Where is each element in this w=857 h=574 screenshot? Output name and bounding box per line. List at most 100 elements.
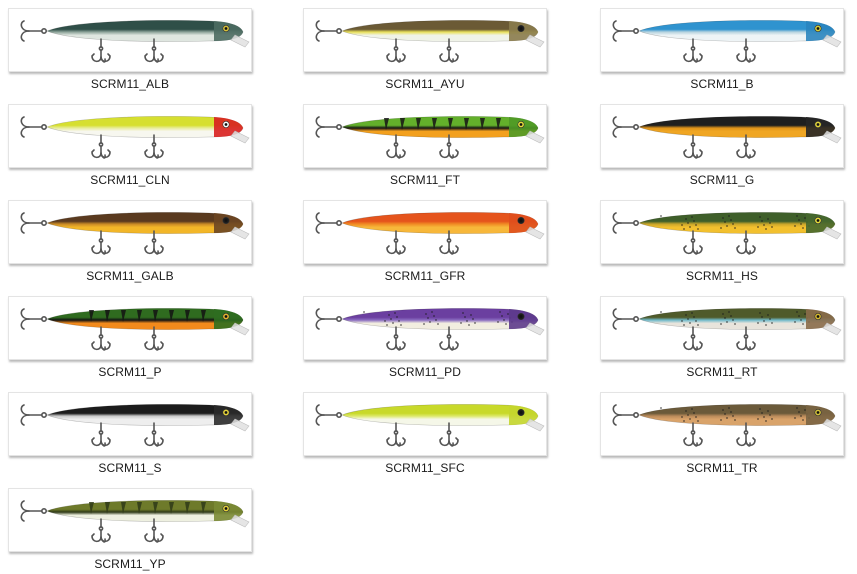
treble-hook-icon — [144, 230, 164, 255]
lure-ayu-icon — [315, 20, 545, 63]
lure-lip — [822, 226, 842, 240]
treble-hook-icon — [386, 230, 406, 255]
lure-lip — [525, 418, 545, 432]
lure-tile[interactable]: SCRM11_S — [8, 392, 254, 475]
lure-lip — [230, 130, 250, 144]
lure-label: SCRM11_B — [690, 77, 754, 91]
treble-hook-icon — [91, 38, 111, 63]
lure-body — [46, 212, 244, 234]
lure-tile[interactable]: SCRM11_YP — [8, 488, 254, 571]
lure-tile[interactable]: SCRM11_PD — [303, 296, 549, 379]
lure-label: SCRM11_PD — [388, 365, 462, 379]
lure-thumbnail[interactable] — [600, 200, 844, 264]
lure-tile[interactable]: SCRM11_GALB — [8, 200, 254, 283]
lure-tile[interactable]: SCRM11_ALB — [8, 8, 254, 91]
lure-lip — [525, 322, 545, 336]
tail-hook-icon — [315, 116, 342, 138]
tail-hook-icon — [612, 404, 639, 426]
lure-label: SCRM11_FT — [389, 173, 461, 187]
tail-hook-icon — [20, 20, 47, 42]
lure-s-icon — [20, 404, 250, 447]
tail-hook-icon — [20, 212, 47, 234]
lure-lip — [525, 130, 545, 144]
lure-thumbnail[interactable] — [303, 104, 547, 168]
tail-hook-icon — [20, 116, 47, 138]
lure-pd-icon — [315, 308, 545, 351]
lure-tile[interactable]: SCRM11_TR — [600, 392, 846, 475]
lure-thumbnail[interactable] — [600, 8, 844, 72]
lure-g-icon — [612, 116, 842, 159]
lure-lip — [822, 34, 842, 48]
tail-hook-icon — [612, 116, 639, 138]
lure-tile[interactable]: SCRM11_GFR — [303, 200, 549, 283]
treble-hook-icon — [144, 38, 164, 63]
lure-label: SCRM11_AYU — [385, 77, 465, 91]
tail-hook-icon — [315, 308, 342, 330]
treble-hook-icon — [144, 134, 164, 159]
lure-body — [46, 404, 244, 426]
lure-thumbnail[interactable] — [303, 296, 547, 360]
treble-hook-icon — [386, 38, 406, 63]
lure-thumbnail[interactable] — [8, 488, 252, 552]
lure-galb-icon — [20, 212, 250, 255]
lure-cln-icon — [20, 116, 250, 159]
treble-hook-icon — [439, 38, 459, 63]
lure-body — [46, 116, 244, 138]
treble-hook-icon — [91, 422, 111, 447]
lure-label: SCRM11_CLN — [90, 173, 170, 187]
lure-tile[interactable]: SCRM11_SFC — [303, 392, 549, 475]
lure-body — [638, 20, 836, 42]
treble-hook-icon — [91, 326, 111, 351]
lure-thumbnail[interactable] — [600, 296, 844, 360]
tail-hook-icon — [20, 308, 47, 330]
treble-hook-icon — [736, 38, 756, 63]
treble-hook-icon — [683, 38, 703, 63]
treble-hook-icon — [683, 230, 703, 255]
treble-hook-icon — [144, 518, 164, 543]
lure-alb-icon — [20, 20, 250, 63]
lure-lip — [822, 130, 842, 144]
tail-hook-icon — [20, 404, 47, 426]
lure-label: SCRM11_RT — [686, 365, 758, 379]
lure-lip — [525, 34, 545, 48]
lure-label: SCRM11_ALB — [90, 77, 170, 91]
treble-hook-icon — [683, 422, 703, 447]
treble-hook-icon — [144, 326, 164, 351]
lure-tile[interactable]: SCRM11_G — [600, 104, 846, 187]
lure-label: SCRM11_GFR — [384, 269, 466, 283]
treble-hook-icon — [683, 326, 703, 351]
lure-tr-icon — [612, 404, 842, 447]
lure-thumbnail[interactable] — [303, 392, 547, 456]
tail-hook-icon — [612, 20, 639, 42]
lure-thumbnail[interactable] — [303, 8, 547, 72]
lure-thumbnail[interactable] — [8, 296, 252, 360]
lure-tile[interactable]: SCRM11_FT — [303, 104, 549, 187]
lure-tile[interactable]: SCRM11_RT — [600, 296, 846, 379]
tail-hook-icon — [315, 404, 342, 426]
lure-tile[interactable]: SCRM11_HS — [600, 200, 846, 283]
lure-ft-icon — [315, 116, 545, 159]
treble-hook-icon — [91, 230, 111, 255]
tail-hook-icon — [612, 308, 639, 330]
treble-hook-icon — [736, 326, 756, 351]
lure-sfc-icon — [315, 404, 545, 447]
lure-thumbnail[interactable] — [600, 104, 844, 168]
lure-tile[interactable]: SCRM11_AYU — [303, 8, 549, 91]
lure-rt-icon — [612, 308, 842, 351]
lure-lip — [822, 418, 842, 432]
lure-tile[interactable]: SCRM11_P — [8, 296, 254, 379]
lure-body — [341, 308, 539, 330]
lure-tile[interactable]: SCRM11_B — [600, 8, 846, 91]
lure-thumbnail[interactable] — [600, 392, 844, 456]
treble-hook-icon — [736, 230, 756, 255]
lure-label: SCRM11_SFC — [385, 461, 465, 475]
lure-thumbnail[interactable] — [303, 200, 547, 264]
treble-hook-icon — [683, 134, 703, 159]
lure-thumbnail[interactable] — [8, 392, 252, 456]
lure-thumbnail[interactable] — [8, 200, 252, 264]
lure-body — [46, 308, 244, 330]
lure-thumbnail[interactable] — [8, 8, 252, 72]
lure-thumbnail[interactable] — [8, 104, 252, 168]
lure-tile[interactable]: SCRM11_CLN — [8, 104, 254, 187]
treble-hook-icon — [439, 422, 459, 447]
